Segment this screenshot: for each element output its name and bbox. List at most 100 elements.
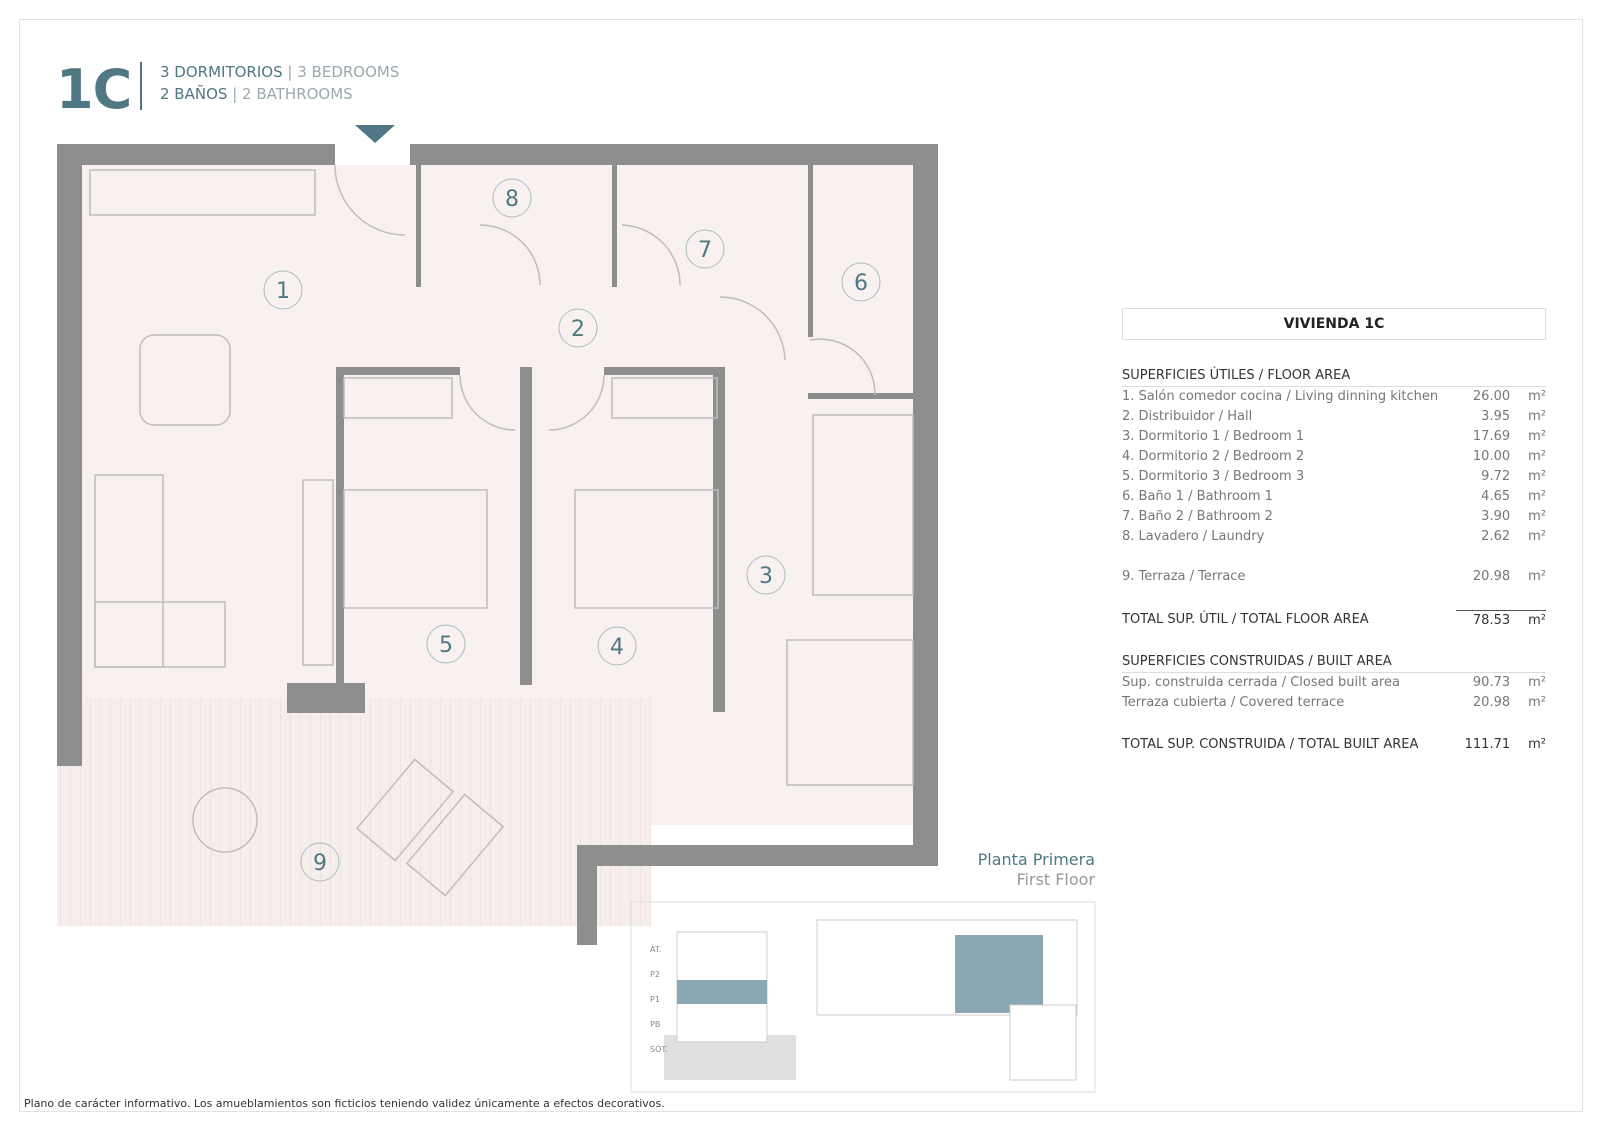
unit: m²: [1528, 509, 1546, 524]
unit: m²: [1528, 449, 1546, 464]
room-7-label: 7: [685, 229, 725, 269]
unit-code: 1C: [56, 58, 132, 121]
disclaimer: Plano de carácter informativo. Los amueb…: [24, 1097, 665, 1110]
room-labels: 1 2 3 4 5 6 7 8 9: [263, 178, 881, 882]
area-row: Terraza cubierta / Covered terrace 20.98 m…: [1122, 693, 1546, 713]
label: 3. Dormitorio 1 / Bedroom 1: [1122, 429, 1305, 444]
site-block: [1009, 1004, 1077, 1081]
floor-name-en: First Floor: [1016, 870, 1095, 889]
value: 20.98: [1472, 695, 1511, 710]
bedrooms-en: 3 BEDROOMS: [297, 63, 400, 81]
area-row: 6. Baño 1 / Bathroom 1 4.65 m²: [1122, 487, 1546, 507]
value: 90.73: [1472, 675, 1511, 690]
site-highlight-unit: [955, 935, 1043, 1013]
level-label: PB: [650, 1020, 660, 1029]
walls: [57, 144, 938, 945]
floor-area-table: SUPERFICIES ÚTILES / FLOOR AREA 1. Salón…: [1122, 366, 1546, 755]
room-9-label: 9: [300, 842, 340, 882]
room-circle: [263, 270, 303, 310]
room-5-label: 5: [426, 624, 466, 664]
unit: m²: [1528, 489, 1546, 504]
unit: m²: [1528, 389, 1546, 404]
value: 3.95: [1481, 409, 1511, 424]
total-built-row: TOTAL SUP. CONSTRUIDA / TOTAL BUILT AREA…: [1122, 735, 1546, 755]
level-label: P1: [650, 995, 660, 1004]
terrace-row: 9. Terraza / Terrace 20.98 m²: [1122, 567, 1546, 587]
level-label: P2: [650, 970, 660, 979]
unit: m²: [1528, 529, 1546, 544]
key-map-frame: [630, 901, 1096, 1093]
built-area-heading: SUPERFICIES CONSTRUIDAS / BUILT AREA: [1122, 652, 1546, 673]
total-floor-row: TOTAL SUP. ÚTIL / TOTAL FLOOR AREA 78.53 m…: [1122, 609, 1546, 630]
label: 7. Baño 2 / Bathroom 2: [1122, 509, 1273, 524]
label: TOTAL SUP. ÚTIL / TOTAL FLOOR AREA: [1122, 612, 1369, 627]
heading: SUPERFICIES CONSTRUIDAS / BUILT AREA: [1122, 654, 1392, 669]
floor-name-es: Planta Primera: [977, 850, 1095, 869]
room-2-label: 2: [558, 308, 598, 348]
unit: m²: [1528, 569, 1546, 584]
room-number: 5: [439, 633, 453, 658]
room-number: 8: [505, 187, 519, 212]
bedrooms-line: 3 DORMITORIOS | 3 BEDROOMS: [160, 63, 399, 81]
room-number: 7: [698, 238, 712, 263]
value: 26.00: [1472, 389, 1511, 404]
label: TOTAL SUP. CONSTRUIDA / TOTAL BUILT AREA: [1122, 737, 1419, 752]
label: Sup. construida cerrada / Closed built a…: [1122, 675, 1400, 690]
room-circle: [426, 624, 466, 664]
room-3-label: 3: [746, 555, 786, 595]
unit: m²: [1528, 695, 1546, 710]
room-number: 3: [759, 564, 773, 589]
value: 20.98: [1472, 569, 1511, 584]
floor-area-heading: SUPERFICIES ÚTILES / FLOOR AREA: [1122, 366, 1546, 387]
area-row: 1. Salón comedor cocina / Living dinning…: [1122, 387, 1546, 407]
value: 78.53: [1472, 613, 1511, 628]
summary-title: VIVIENDA 1C: [1122, 308, 1546, 340]
room-4-label: 4: [597, 626, 637, 666]
bathrooms-en: 2 BATHROOMS: [242, 85, 353, 103]
divider: [140, 62, 142, 110]
label: 2. Distribuidor / Hall: [1122, 409, 1253, 424]
value: 10.00: [1472, 449, 1511, 464]
bathrooms-line: 2 BAÑOS | 2 BATHROOMS: [160, 85, 353, 103]
sep: |: [287, 63, 293, 81]
label: Terraza cubierta / Covered terrace: [1122, 695, 1345, 710]
entrance-arrow-icon: [355, 125, 395, 143]
value: 111.71: [1464, 737, 1511, 752]
value: 4.65: [1481, 489, 1511, 504]
heading: SUPERFICIES ÚTILES / FLOOR AREA: [1122, 368, 1351, 383]
sep: |: [232, 85, 238, 103]
unit: m²: [1528, 429, 1546, 444]
room-number: 6: [854, 271, 868, 296]
unit: m²: [1528, 613, 1546, 628]
room-number: 1: [276, 279, 290, 304]
room-8-label: 8: [492, 178, 532, 218]
room-circle: [685, 229, 725, 269]
value: 2.62: [1481, 529, 1511, 544]
bedrooms-es: 3 DORMITORIOS: [160, 63, 283, 81]
furniture: [89, 164, 914, 897]
room-circle: [492, 178, 532, 218]
terrace-floor: [57, 698, 651, 926]
room-circle: [300, 842, 340, 882]
label: 8. Lavadero / Laundry: [1122, 529, 1265, 544]
unit: m²: [1528, 737, 1546, 752]
unit: m²: [1528, 675, 1546, 690]
room-1-label: 1: [263, 270, 303, 310]
room-number: 2: [571, 317, 585, 342]
room-circle: [746, 555, 786, 595]
area-row: Sup. construida cerrada / Closed built a…: [1122, 673, 1546, 693]
area-row: 8. Lavadero / Laundry 2.62 m²: [1122, 527, 1546, 547]
room-number: 9: [313, 851, 327, 876]
room-number: 4: [610, 635, 624, 660]
area-row: 3. Dormitorio 1 / Bedroom 1 17.69 m²: [1122, 427, 1546, 447]
value: 17.69: [1472, 429, 1511, 444]
label: 6. Baño 1 / Bathroom 1: [1122, 489, 1273, 504]
label: 9. Terraza / Terrace: [1122, 569, 1246, 584]
